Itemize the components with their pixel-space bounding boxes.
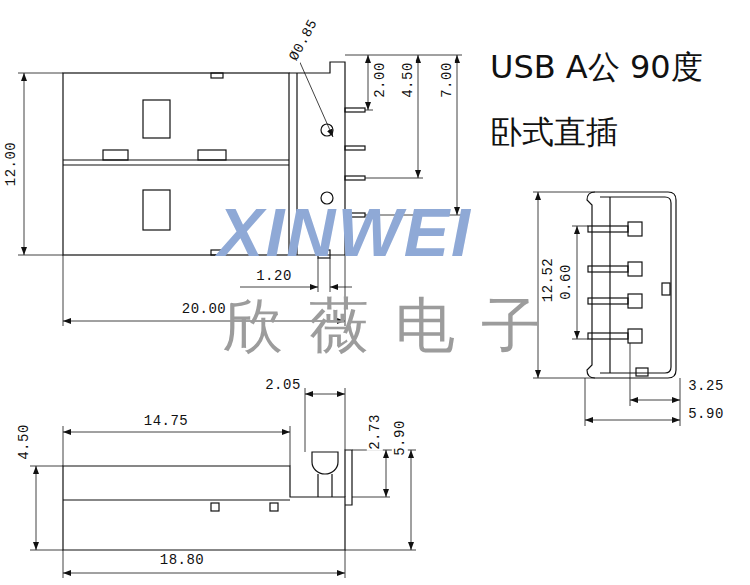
dimension: 12.00 [3, 141, 19, 188]
top-view-part [63, 159, 289, 160]
dimension: 4.50 [16, 423, 32, 461]
end-view-dimensions-part [585, 420, 680, 421]
side-view-dimensions-part [305, 388, 306, 452]
dimension: 3.25 [687, 378, 725, 394]
end-view-dimensions-part [680, 378, 681, 426]
side-view-part [312, 452, 338, 474]
end-view-dimensions-part [572, 226, 588, 227]
side-view-dimensions-part [411, 450, 412, 550]
end-view-part [588, 298, 628, 304]
end-view-part [628, 262, 642, 276]
dimension: 4.50 [400, 61, 416, 99]
end-view [587, 192, 676, 378]
top-view-dimensions-part [18, 73, 63, 74]
side-view-part [317, 474, 318, 497]
end-view-dimensions-part [577, 226, 578, 339]
diameter-dimension: Ø0.85 [285, 16, 321, 65]
top-view-dimensions [18, 55, 462, 326]
end-view-dimensions-part [630, 343, 631, 406]
dimension: 1.20 [255, 268, 293, 284]
side-view-dimensions-part [352, 497, 390, 498]
top-view-part [63, 164, 289, 165]
top-view-dimensions-part [365, 110, 373, 111]
top-view-dimensions-part [330, 287, 352, 288]
side-view-dimensions-part [63, 432, 290, 433]
top-view-dimensions-part [24, 73, 25, 255]
dimension: 18.80 [159, 552, 206, 568]
end-view-dimensions-part [533, 192, 595, 193]
end-view-dimensions-part [572, 339, 588, 340]
dimension: 20.00 [181, 301, 228, 317]
top-view-part [345, 108, 365, 112]
dimension: 7.00 [439, 61, 455, 99]
side-view-part [211, 503, 219, 511]
side-view [63, 450, 352, 550]
side-view-dimensions-part [30, 466, 63, 467]
top-view-dimensions-part [457, 55, 458, 215]
top-view-part [143, 100, 170, 138]
side-view-dimensions-part [63, 550, 64, 578]
top-view-part [211, 73, 223, 78]
top-view-dimensions-part [240, 287, 318, 288]
side-view-dimensions-part [305, 394, 345, 395]
end-view-dimensions-part [630, 400, 680, 401]
end-view-dimensions-part [585, 378, 586, 426]
side-view-part [345, 450, 352, 505]
side-view-part [331, 474, 332, 497]
top-view-dimensions-part [18, 255, 63, 256]
side-view-part [63, 466, 345, 550]
top-view-part [103, 150, 128, 160]
side-view-part [270, 503, 278, 511]
top-view-dimensions-part [345, 55, 462, 56]
side-view-dimensions [30, 388, 416, 578]
top-view-part [321, 124, 333, 136]
top-view-part [345, 176, 365, 180]
dimension: 2.00 [372, 61, 388, 99]
end-view-dimensions-part [533, 378, 595, 379]
side-view-dimensions-part [345, 550, 346, 578]
end-view-part [628, 294, 642, 308]
side-view-dimensions-part [386, 450, 387, 497]
top-view-part [345, 146, 365, 150]
watermark-company: 欣薇电子 [223, 293, 567, 357]
end-view-part [587, 192, 595, 378]
end-view-part [636, 368, 648, 376]
top-view-dimensions-part [365, 178, 423, 179]
side-view-part [63, 499, 290, 500]
dimension: 5.90 [392, 419, 408, 457]
end-view-part [600, 197, 671, 373]
top-view-part [143, 190, 170, 230]
side-view-dimensions-part [345, 550, 416, 551]
end-view-part [588, 333, 628, 339]
end-view-part [588, 266, 628, 272]
top-view-dimensions-part [368, 55, 369, 110]
dimension: 2.73 [367, 413, 383, 451]
side-view-dimensions-part [345, 388, 346, 450]
side-view-dimensions-part [63, 573, 345, 574]
end-view-part [609, 197, 610, 373]
dimension: 14.75 [143, 413, 190, 429]
top-view-part [198, 150, 226, 160]
top-view-dimensions-part [298, 58, 333, 137]
side-view-dimensions-part [36, 466, 37, 550]
end-view-part [628, 329, 642, 343]
product-title: USB A公 90度 卧式直插 [490, 35, 715, 165]
end-view-part [628, 222, 642, 236]
dimension: 5.90 [687, 406, 725, 422]
top-view-dimensions-part [418, 55, 419, 178]
top-view-dimensions-part [63, 255, 64, 326]
watermark-logo: XINWEI [218, 197, 472, 267]
side-view-dimensions-part [30, 550, 63, 551]
end-view-part [595, 192, 676, 378]
dimension: 2.05 [264, 377, 302, 393]
end-view-part [662, 283, 670, 295]
end-view-part [588, 226, 628, 232]
